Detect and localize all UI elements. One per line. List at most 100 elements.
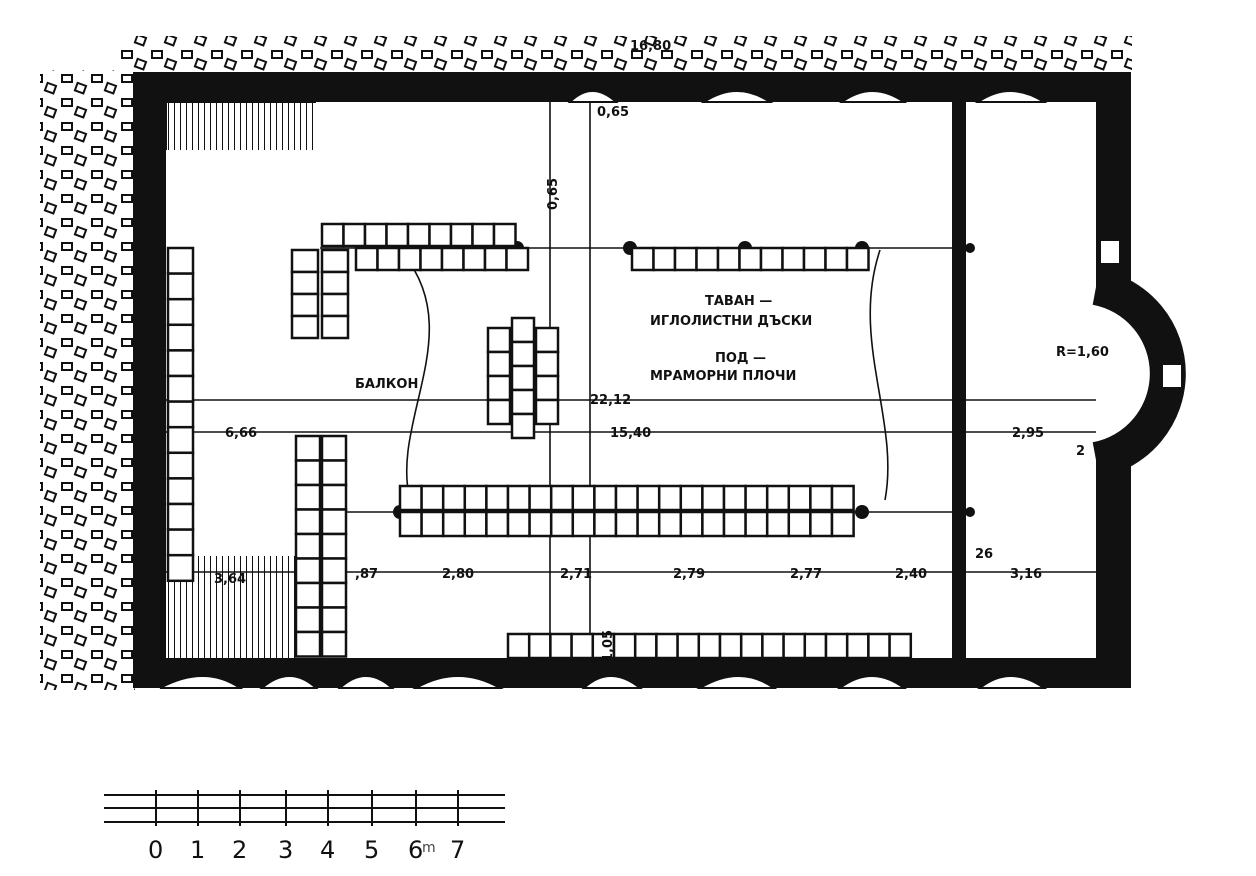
brick (166, 528, 195, 557)
dim-2-79: 2,79 (673, 567, 705, 582)
scale-tick-label: 1 (190, 836, 205, 864)
brick (320, 434, 348, 462)
brick-rows (166, 222, 913, 660)
brick (505, 246, 530, 272)
brick (397, 246, 422, 272)
brick (463, 510, 488, 538)
brick (701, 484, 726, 512)
brick (636, 510, 661, 538)
brick (697, 632, 722, 660)
brick (612, 632, 637, 660)
brick (534, 374, 560, 402)
brick (486, 326, 512, 354)
brick (510, 412, 536, 440)
floor-desc: МРАМОРНИ ПЛОЧИ (650, 369, 796, 384)
brick (614, 484, 639, 512)
labels: БАЛКОН ТАВАН — ИГЛОЛИСТНИ ДЪСКИ ПОД — МР… (214, 39, 1109, 662)
brick (290, 270, 320, 296)
brick (485, 484, 510, 512)
brick (398, 510, 423, 538)
brick (166, 272, 195, 301)
brick (534, 398, 560, 426)
brick (320, 606, 348, 634)
dim-15-40: 15,40 (610, 426, 651, 441)
brick (294, 459, 322, 487)
brick (593, 510, 618, 538)
brick (809, 510, 834, 538)
scale-tick-label: 0 (148, 836, 163, 864)
brick (166, 374, 195, 403)
brick (166, 297, 195, 327)
brick (440, 246, 465, 272)
brick (787, 484, 812, 512)
ceiling-desc: ИГЛОЛИСТНИ ДЪСКИ (650, 314, 812, 329)
brick (701, 510, 726, 538)
brick (657, 510, 683, 538)
brick (571, 484, 596, 512)
brick (510, 388, 536, 416)
brick (679, 510, 704, 538)
brick (824, 632, 849, 660)
brick (294, 532, 322, 560)
rubble-stone-wall (40, 36, 1132, 690)
brick (888, 632, 913, 660)
brick (320, 292, 350, 318)
brick (782, 632, 807, 660)
dim-3-16: 3,16 (1010, 567, 1042, 582)
brick (441, 510, 467, 538)
scale-tick-label: 5 (364, 836, 379, 864)
brick (630, 246, 655, 272)
brick (294, 508, 322, 536)
brick (420, 484, 445, 512)
brick (506, 632, 531, 660)
brick (290, 248, 320, 274)
brick (744, 484, 769, 512)
brick (486, 350, 512, 378)
dim-26: 26 (975, 547, 993, 562)
brick (398, 484, 423, 512)
brick (166, 349, 195, 378)
brick (761, 632, 785, 660)
brick (549, 484, 575, 512)
brick (385, 222, 410, 248)
brick (486, 398, 512, 426)
brick (166, 502, 195, 531)
brick (506, 484, 531, 512)
brick (657, 484, 683, 512)
balcony-label: БАЛКОН (355, 377, 418, 392)
brick (824, 246, 849, 272)
brick (294, 557, 322, 585)
brick (787, 510, 812, 538)
apse (1092, 239, 1186, 478)
brick (534, 350, 560, 378)
dim-2-small: 2 (1076, 444, 1085, 459)
brick (485, 510, 510, 538)
brick (676, 632, 701, 660)
brick (528, 484, 553, 512)
brick (570, 632, 595, 660)
brick (166, 400, 195, 429)
brick (803, 632, 828, 660)
brick (342, 222, 367, 248)
brick (320, 581, 348, 609)
brick (320, 508, 348, 536)
scale-tick-label: 7 (450, 836, 465, 864)
brick (636, 484, 661, 512)
brick (716, 246, 741, 272)
brick (571, 510, 596, 538)
brick (166, 451, 195, 480)
scale-tick-label: 6 (408, 836, 423, 864)
scale-tick-label: 2 (232, 836, 247, 864)
dim-total-length: 16,80 (630, 39, 671, 54)
dim-vertical-top: 0,65 (546, 178, 561, 210)
brick (294, 630, 322, 658)
brick (441, 484, 467, 512)
dim-87: ,87 (355, 567, 378, 582)
brick (486, 374, 512, 402)
dim-2-71: 2,71 (560, 567, 592, 582)
brick (320, 222, 345, 248)
brick (320, 532, 348, 560)
brick (462, 246, 487, 272)
brick (320, 459, 348, 487)
brick (290, 292, 320, 318)
